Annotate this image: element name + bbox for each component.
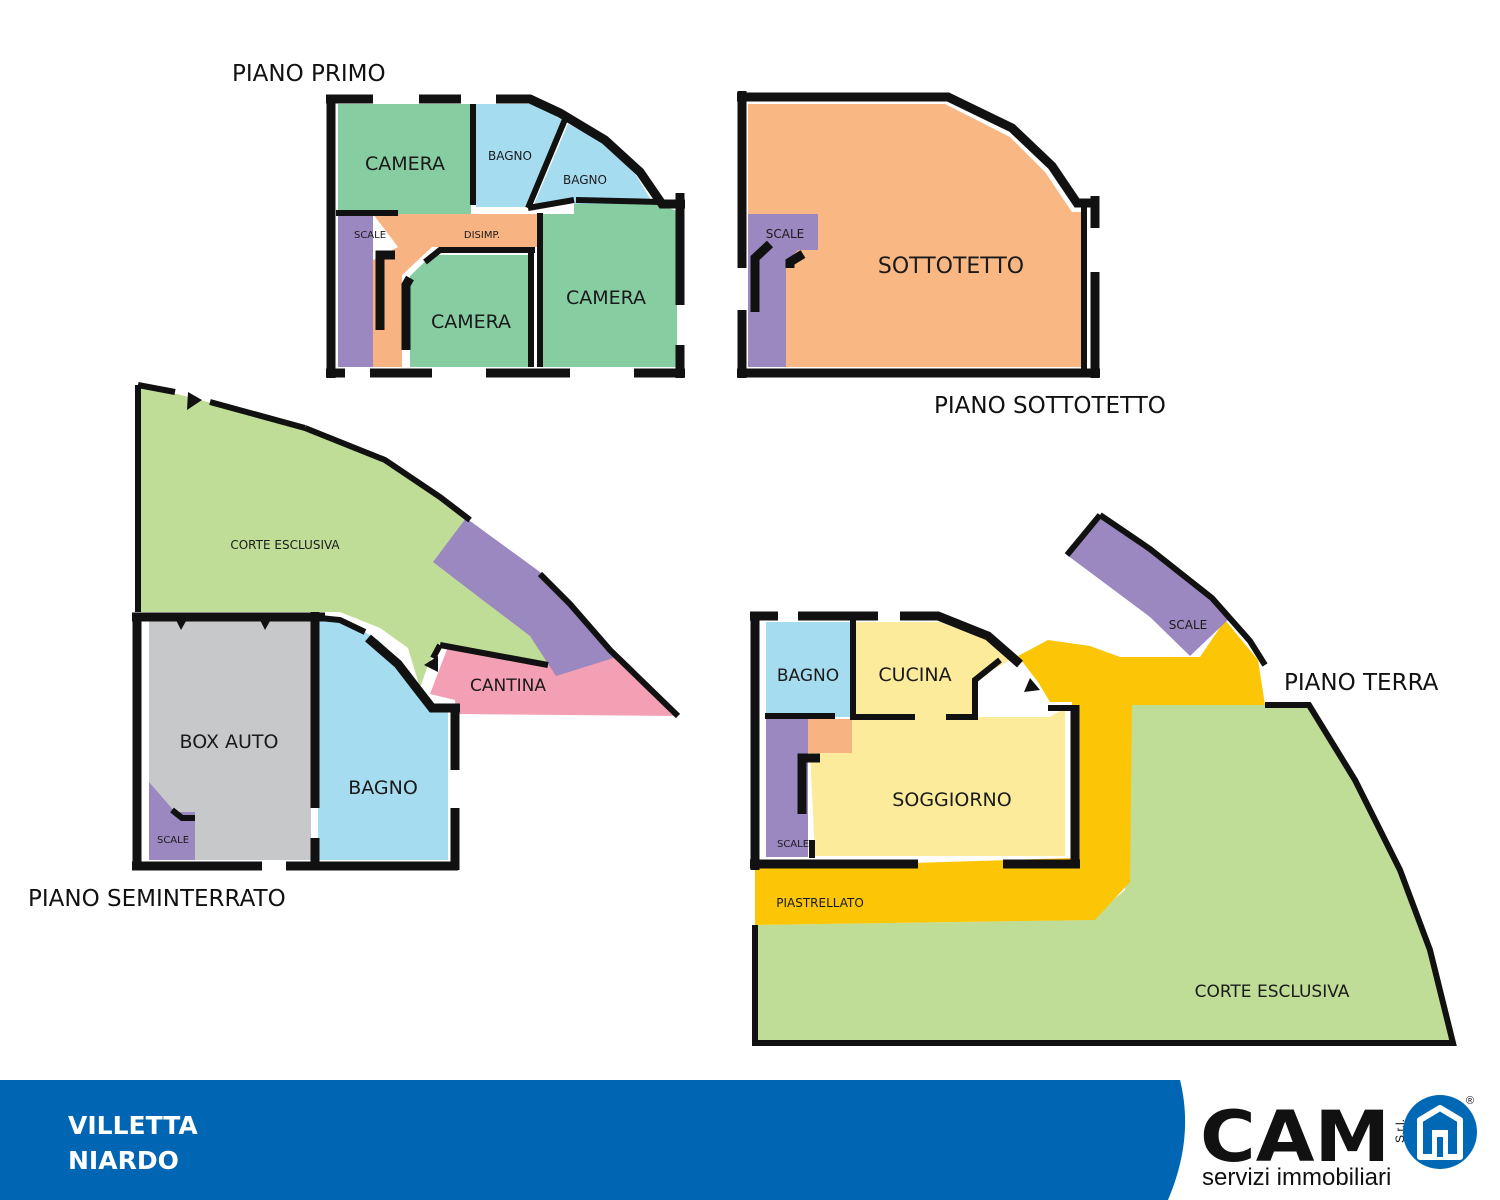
room-fill-piastrellato <box>755 620 1265 925</box>
room-label-bagno-1: BAGNO <box>488 149 532 163</box>
room-label-bagno-seminterrato: BAGNO <box>348 777 418 799</box>
room-label-soggiorno: SOGGIORNO <box>892 789 1011 811</box>
room-fill-bagno-seminterrato <box>318 617 448 860</box>
room-fill-cucina <box>856 622 1010 717</box>
floor-plan-seminterrato: CORTE ESCLUSIVA CANTINA BOX AUTO BAGNO S… <box>28 382 681 912</box>
floor-title-terra: PIANO TERRA <box>1284 670 1439 696</box>
room-fill-bagno-terra <box>766 622 852 717</box>
room-label-corte-seminterrato: CORTE ESCLUSIVA <box>230 538 340 552</box>
room-label-bagno-2: BAGNO <box>563 173 607 187</box>
room-label-disimp: DISIMP. <box>464 230 500 241</box>
footer-title-line2: NIARDO <box>68 1146 179 1175</box>
room-fill-bagno-1 <box>476 104 566 207</box>
walls-primo <box>326 94 685 378</box>
room-fill-scale-box <box>149 782 195 860</box>
walls-terra <box>750 512 1457 1046</box>
room-fill-scale-terra-ext <box>1067 515 1230 656</box>
room-label-scale-seminterrato: SCALE <box>157 835 189 846</box>
room-fill-bagno-2 <box>532 124 654 209</box>
room-fill-sottotetto <box>748 104 1086 367</box>
cam-logo-letters: CAM <box>1200 1096 1390 1178</box>
room-fill-cantina <box>430 644 678 716</box>
room-fill-scale-corte <box>433 518 620 676</box>
cam-logo: CAM S.r.l. servizi immobiliari ® <box>1200 1095 1477 1191</box>
room-label-cantina: CANTINA <box>470 676 546 696</box>
room-label-scale-terra: SCALE <box>777 839 809 850</box>
walls-sottotetto <box>737 91 1100 378</box>
room-fill-camera-3 <box>540 204 677 367</box>
room-label-scale-primo: SCALE <box>354 230 386 241</box>
room-fill-disimp <box>373 214 540 367</box>
floor-plan-primo: PIANO PRIMO <box>232 61 685 378</box>
floor-plan-terra: SCALE BAGNO CUCINA SOGGIORNO SCALE PIAST… <box>750 512 1457 1046</box>
room-label-box-auto: BOX AUTO <box>180 731 279 753</box>
walls-seminterrato <box>132 382 681 871</box>
room-fill-disimp-terra <box>808 719 852 753</box>
room-label-scale-terra-ext: SCALE <box>1169 618 1207 632</box>
footer: VILLETTA NIARDO CAM S.r.l. servizi immob… <box>0 1080 1500 1200</box>
room-fill-camera-1 <box>338 104 471 214</box>
room-label-camera-2: CAMERA <box>431 311 511 333</box>
room-label-cucina: CUCINA <box>878 664 951 686</box>
floor-title-sottotetto: PIANO SOTTOTETTO <box>934 393 1166 419</box>
room-label-piastrellato: PIASTRELLATO <box>776 896 864 910</box>
footer-title-line1: VILLETTA <box>68 1111 198 1140</box>
room-label-camera-3: CAMERA <box>566 287 646 309</box>
room-label-scale-sottotetto: SCALE <box>766 227 804 241</box>
room-label-bagno-terra: BAGNO <box>777 666 839 686</box>
floor-plan-sottotetto: SOTTOTETTO SCALE PIANO SOTTOTETTO <box>737 91 1166 419</box>
room-fill-scale-primo <box>338 214 373 367</box>
room-fill-corte-terra <box>755 705 1453 1043</box>
room-fill-corte-seminterrato <box>138 384 558 688</box>
room-label-sottotetto: SOTTOTETTO <box>878 254 1024 279</box>
floor-title-primo: PIANO PRIMO <box>232 61 386 87</box>
floor-title-seminterrato: PIANO SEMINTERRATO <box>28 886 286 912</box>
room-label-corte-terra: CORTE ESCLUSIVA <box>1195 982 1350 1002</box>
room-fill-camera-2 <box>410 255 532 367</box>
room-label-camera-1: CAMERA <box>365 153 445 175</box>
registered-mark: ® <box>1466 1095 1474 1107</box>
cam-logo-tagline: servizi immobiliari <box>1202 1164 1391 1191</box>
room-fill-soggiorno <box>810 708 1065 856</box>
house-in-circle-icon <box>1403 1095 1477 1169</box>
